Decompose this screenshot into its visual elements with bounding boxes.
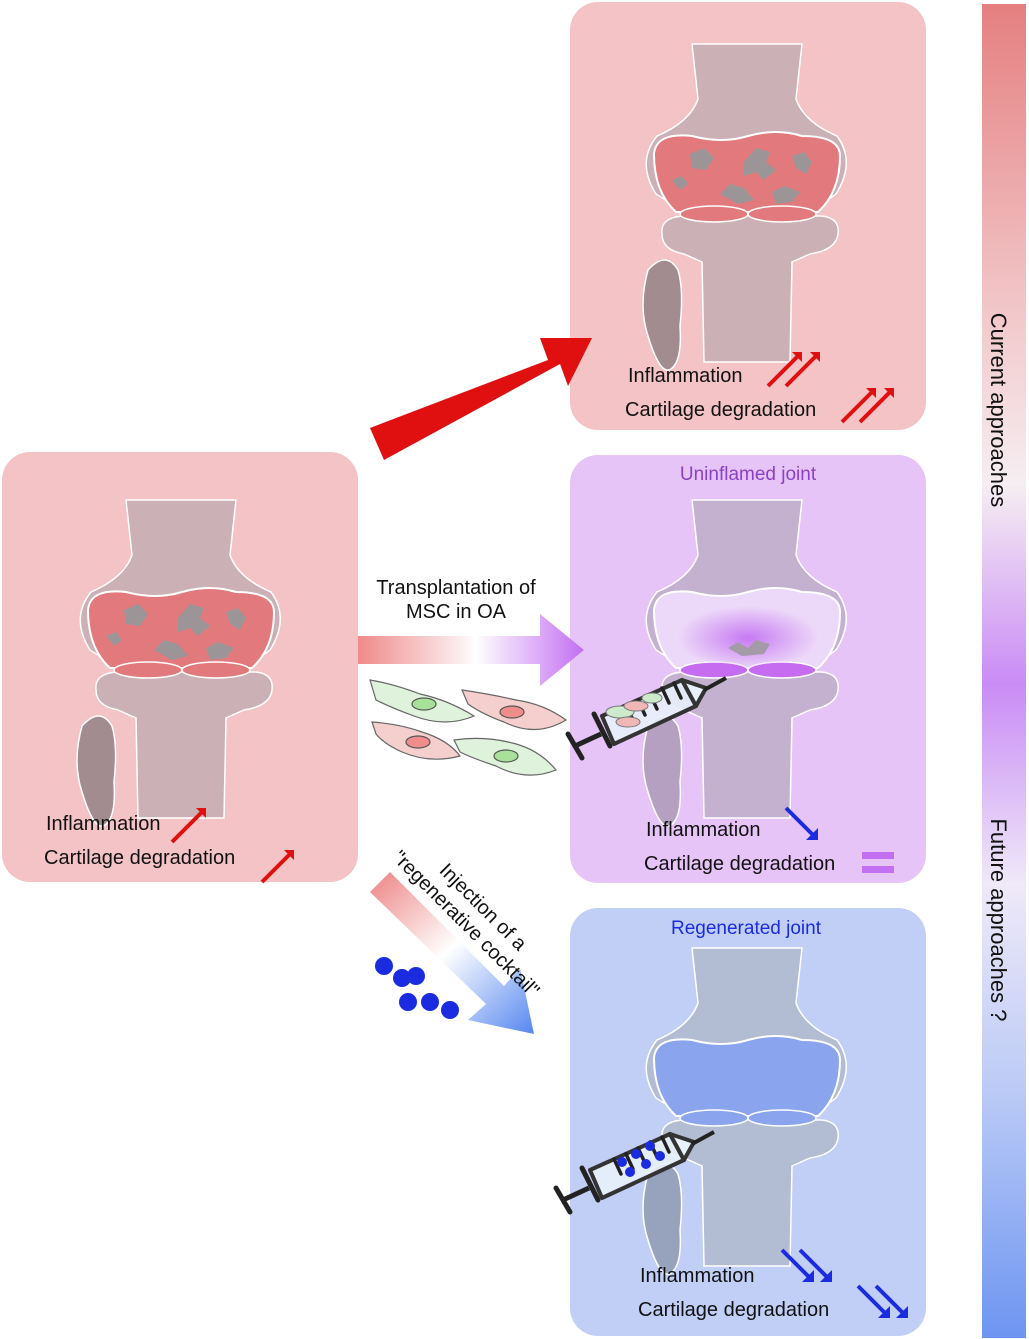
regenerative-cocktail-arrow <box>370 872 534 1034</box>
double-decrease-arrowhead-icon <box>878 1306 908 1318</box>
cartilage-damage-illustration <box>728 640 770 656</box>
uninflamed-joint-panel: Uninflamed joint Inflammation Cartilage … <box>568 455 926 883</box>
regenerated-panel-title: Regenerated joint <box>671 918 822 939</box>
equal-sign-icon <box>862 866 894 873</box>
current-degradation-label: Cartilage degradation <box>625 399 816 421</box>
current-inflammation-label: Inflammation <box>628 365 743 387</box>
uninflamed-degradation-label: Cartilage degradation <box>644 853 835 875</box>
regenerated-joint-panel: Regenerated joint Inflammation Cartilage… <box>556 908 926 1336</box>
double-decrease-arrowhead-icon <box>802 1270 832 1282</box>
equal-sign-icon <box>862 852 894 859</box>
cocktail-particles <box>375 957 459 1019</box>
msc-transplant-arrow <box>358 614 584 686</box>
current-approaches-label: Current approaches <box>986 313 1011 507</box>
uninflamed-inflammation-label: Inflammation <box>646 819 761 841</box>
increase-arrowhead-icon <box>196 808 206 818</box>
initial-degradation-label: Cartilage degradation <box>44 847 235 869</box>
double-increase-arrowhead-icon <box>792 352 820 362</box>
current-approach-panel: Inflammation Cartilage degradation <box>570 2 926 430</box>
decrease-arrowhead-icon <box>806 828 818 840</box>
double-decrease-arrow-icon <box>856 1284 906 1316</box>
uninflamed-panel-title: Uninflamed joint <box>680 464 817 485</box>
initial-inflammation-label: Inflammation <box>46 813 161 835</box>
approach-gradient-bar <box>982 4 1026 1338</box>
regenerated-inflammation-label: Inflammation <box>640 1265 755 1287</box>
increase-arrow-icon <box>260 850 294 884</box>
double-decrease-arrow-icon <box>780 1248 830 1280</box>
initial-joint-panel: Inflammation Cartilage degradation <box>2 452 358 884</box>
syringe-msc-cells <box>605 692 663 728</box>
double-increase-arrow-icon <box>840 388 894 424</box>
current-approach-arrow <box>370 338 592 460</box>
increase-arrow-icon <box>170 808 206 844</box>
healing-glow <box>678 606 818 670</box>
regenerated-degradation-label: Cartilage degradation <box>638 1299 829 1321</box>
future-approaches-label: Future approaches ? <box>986 818 1011 1021</box>
double-increase-arrowhead-icon <box>866 388 894 398</box>
decrease-arrow-icon <box>784 806 816 838</box>
transplant-label-line1: Transplantation of <box>376 577 536 599</box>
double-increase-arrow-icon <box>766 352 820 388</box>
transplant-label-line2: MSC in OA <box>406 601 507 623</box>
increase-arrowhead-icon <box>284 850 294 860</box>
syringe-cocktail-particles <box>617 1141 665 1177</box>
msc-cells-illustration <box>369 679 568 776</box>
